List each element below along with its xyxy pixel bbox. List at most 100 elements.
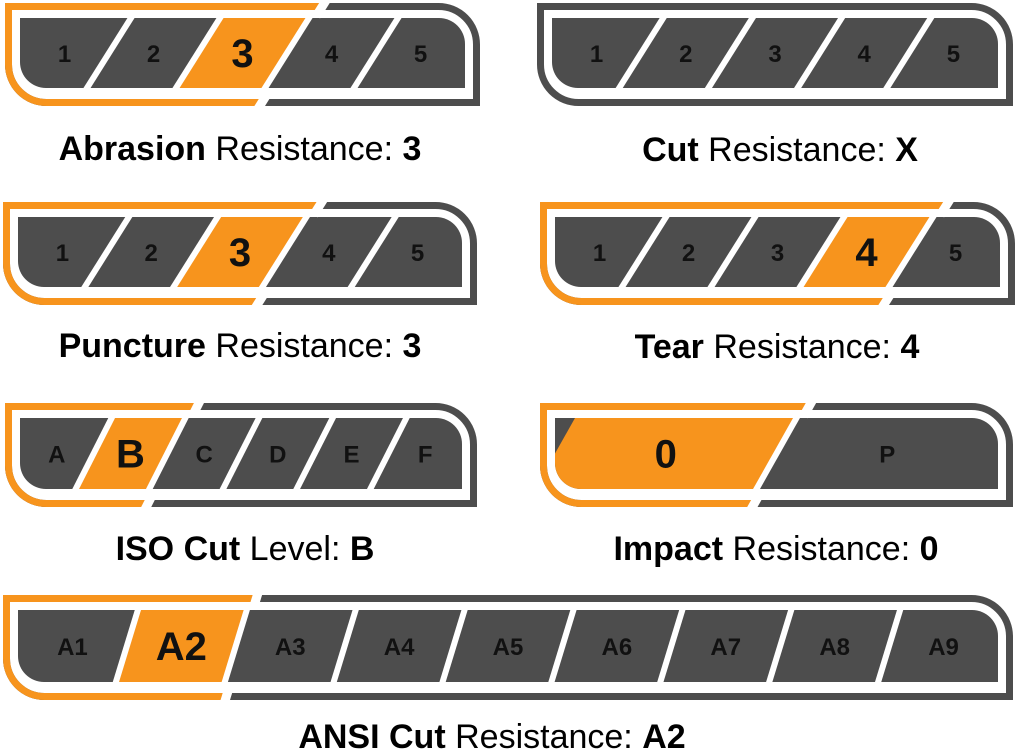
level-5: 5: [414, 41, 427, 68]
level-divider: [703, 12, 758, 94]
label-kind: Resistance:: [733, 530, 920, 568]
frame-split: [309, 194, 329, 218]
gauge-frame-accent: [540, 403, 817, 507]
level-divider: [329, 605, 360, 687]
level-4: 4: [325, 41, 339, 68]
level-5: 5: [411, 240, 424, 267]
level-3: 3: [231, 32, 253, 76]
label-name: Tear: [635, 328, 714, 366]
gauge-label: Abrasion Resistance: 3: [59, 130, 422, 168]
gauge-frame-accent: [3, 202, 329, 305]
level-5: 5: [949, 240, 962, 267]
level-divider: [81, 12, 137, 94]
selected-level-fill: [555, 418, 800, 489]
label-name: Cut: [642, 131, 708, 169]
level-divider: [259, 12, 315, 94]
level-divider: [792, 12, 847, 94]
level-divider: [346, 211, 401, 293]
label-value: 3: [402, 130, 421, 168]
level-divider: [70, 412, 117, 495]
level-divider: [79, 211, 134, 293]
level-A9: A9: [928, 634, 959, 661]
level-F: F: [418, 442, 433, 469]
frame-split: [312, 0, 332, 19]
label-kind: Resistance:: [215, 327, 402, 365]
gauge-label: Puncture Resistance: 3: [59, 327, 422, 365]
level-divider: [751, 412, 802, 495]
gauge-frame-accent: [3, 595, 261, 700]
gauge-frame-accent: [5, 403, 205, 507]
level-A6: A6: [602, 634, 633, 661]
level-A1: A1: [57, 634, 88, 661]
level-divider: [614, 12, 669, 94]
gauge-frame-accent: [540, 202, 955, 305]
level-A3: A3: [275, 634, 306, 661]
level-divider: [168, 211, 223, 293]
level-divider: [794, 211, 850, 293]
level-divider: [257, 211, 312, 293]
level-divider: [547, 605, 578, 687]
gauge-label: Impact Resistance: 0: [613, 530, 938, 568]
level-3: 3: [229, 231, 251, 275]
gauge-frame: [537, 3, 1013, 106]
label-value: 3: [402, 327, 421, 365]
gauge-track: [552, 18, 998, 88]
selected-level-fill: [73, 418, 188, 489]
gauge-frame-accent: [5, 3, 331, 106]
selected-level-fill: [796, 217, 937, 287]
level-divider: [144, 412, 191, 495]
level-A7: A7: [710, 634, 741, 661]
label-name: ANSI Cut: [298, 718, 455, 750]
level-divider: [765, 605, 796, 687]
selected-level-fill: [114, 610, 249, 682]
frame-split: [799, 395, 818, 419]
level-divider: [291, 412, 338, 495]
level-2: 2: [682, 240, 695, 267]
level-A5: A5: [493, 634, 524, 661]
label-value: 4: [900, 328, 919, 366]
level-3: 3: [768, 41, 781, 68]
frame-split: [876, 286, 898, 313]
level-divider: [170, 12, 226, 94]
level-divider: [705, 211, 761, 293]
level-3: 3: [771, 240, 784, 267]
level-divider: [365, 412, 412, 495]
label-name: Impact: [613, 530, 732, 568]
level-1: 1: [593, 240, 606, 267]
frame-split: [252, 87, 274, 114]
label-name: Abrasion: [59, 130, 216, 168]
frame-split: [188, 395, 206, 419]
level-D: D: [269, 442, 286, 469]
level-divider: [220, 605, 251, 687]
frame-split: [250, 286, 271, 313]
gauge-label: Cut Resistance: X: [642, 131, 918, 169]
level-C: C: [195, 442, 212, 469]
label-kind: Resistance:: [708, 131, 895, 169]
frame-split: [936, 194, 956, 218]
label-kind: Resistance:: [713, 328, 900, 366]
level-A2: A2: [156, 625, 207, 669]
level-E: E: [343, 442, 359, 469]
level-B: B: [116, 433, 145, 477]
level-divider: [656, 605, 687, 687]
label-kind: Level:: [250, 530, 350, 568]
label-value: B: [350, 530, 375, 568]
level-A: A: [48, 442, 65, 469]
selected-level-fill: [170, 217, 310, 287]
level-divider: [881, 12, 936, 94]
label-kind: Resistance:: [455, 718, 642, 750]
gauge-track: [18, 610, 998, 682]
level-A8: A8: [819, 634, 850, 661]
level-2: 2: [147, 41, 160, 68]
label-value: 0: [920, 530, 939, 568]
level-2: 2: [145, 240, 158, 267]
selected-level-fill: [172, 18, 313, 88]
level-4: 4: [858, 41, 872, 68]
frame-split: [139, 488, 159, 515]
